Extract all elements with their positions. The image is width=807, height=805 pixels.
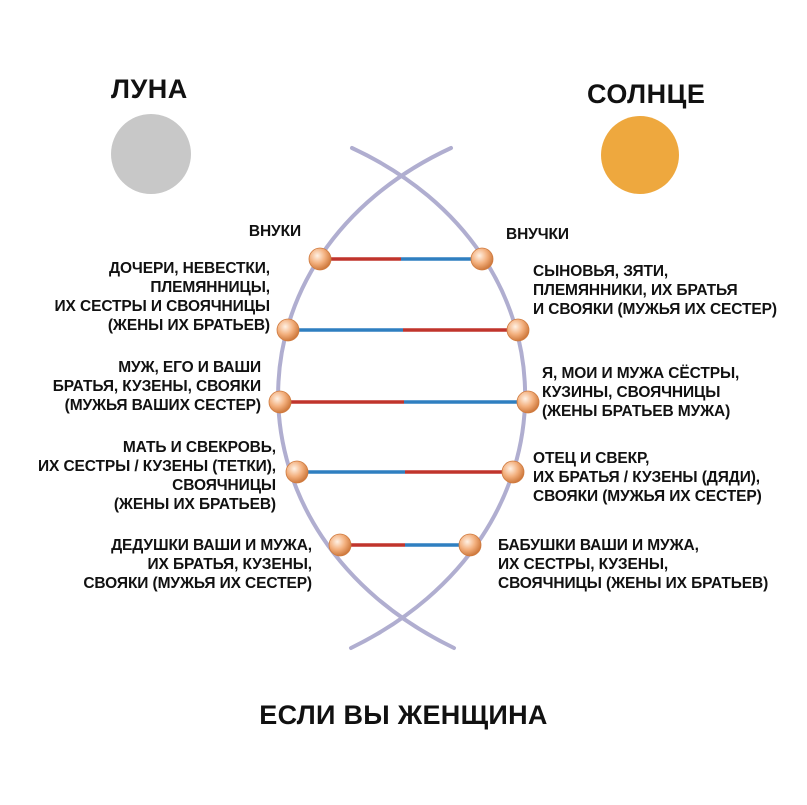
bead xyxy=(276,318,300,342)
label-husband: МУЖ, ЕГО И ВАШИ БРАТЬЯ, КУЗЕНЫ, СВОЯКИ (… xyxy=(52,359,261,414)
bead xyxy=(308,247,332,271)
moon-circle xyxy=(111,114,191,194)
moon-heading: ЛУНА xyxy=(111,74,188,104)
bead xyxy=(268,390,292,414)
bead xyxy=(458,533,482,557)
sun-heading: СОЛНЦЕ xyxy=(587,79,706,109)
footer-title: ЕСЛИ ВЫ ЖЕНЩИНА xyxy=(259,700,548,730)
label-grandsons: ВНУКИ xyxy=(248,223,301,240)
bead xyxy=(501,460,525,484)
bead xyxy=(328,533,352,557)
bead xyxy=(516,390,540,414)
label-mother: МАТЬ И СВЕКРОВЬ, ИХ СЕСТРЫ / КУЗЕНЫ (ТЕТ… xyxy=(37,439,276,513)
label-sons: СЫНОВЬЯ, ЗЯТИ, ПЛЕМЯННИКИ, ИХ БРАТЬЯ И С… xyxy=(533,263,777,318)
bead xyxy=(506,318,530,342)
bead xyxy=(470,247,494,271)
label-grandmothers: БАБУШКИ ВАШИ И МУЖА, ИХ СЕСТРЫ, КУЗЕНЫ, … xyxy=(498,537,769,592)
label-daughters: ДОЧЕРИ, НЕВЕСТКИ, ПЛЕМЯННИЦЫ, ИХ СЕСТРЫ … xyxy=(54,260,271,334)
label-self: Я, МОИ И МУЖА СЁСТРЫ, КУЗИНЫ, СВОЯЧНИЦЫ … xyxy=(542,365,740,420)
label-grandfathers: ДЕДУШКИ ВАШИ И МУЖА, ИХ БРАТЬЯ, КУЗЕНЫ, … xyxy=(83,537,312,592)
label-father: ОТЕЦ И СВЕКР, ИХ БРАТЬЯ / КУЗЕНЫ (ДЯДИ),… xyxy=(533,450,762,505)
label-granddaughters: ВНУЧКИ xyxy=(506,226,569,243)
bead xyxy=(285,460,309,484)
sun-circle xyxy=(601,116,679,194)
